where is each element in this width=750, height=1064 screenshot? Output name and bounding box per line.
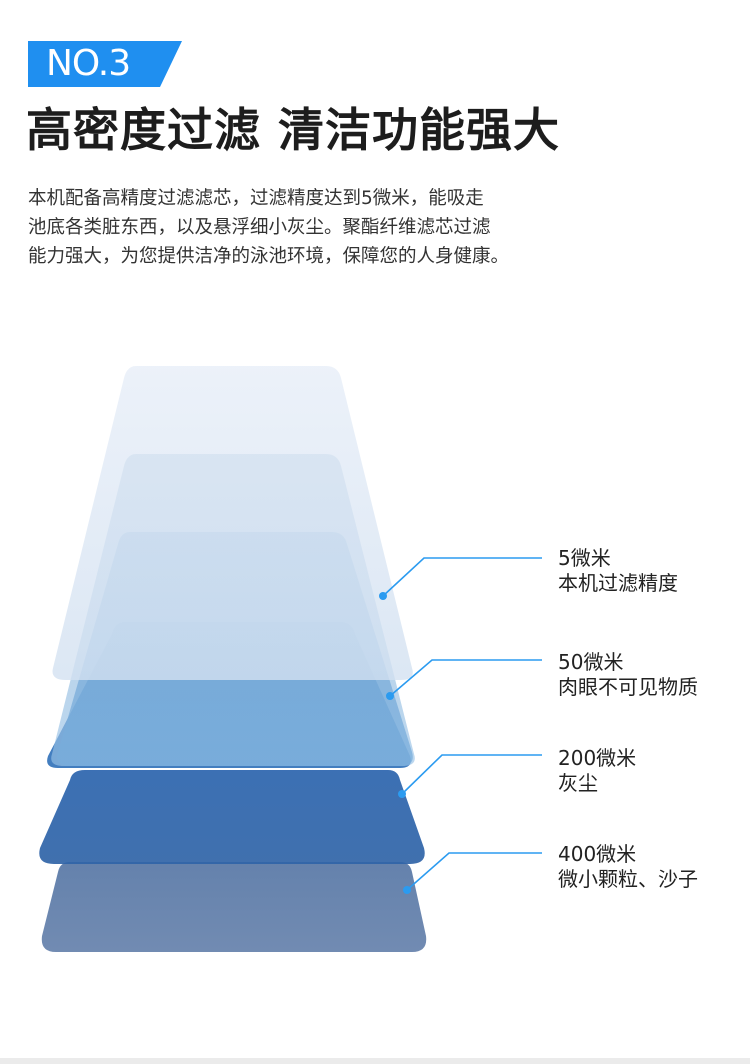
leader-dot: [379, 592, 387, 600]
leader-dot: [386, 692, 394, 700]
layer-size: 400微米: [558, 842, 637, 866]
leader-line: [382, 557, 542, 597]
layer-callout: 400微米 微小颗粒、沙子: [558, 842, 698, 892]
layer-caption: 灰尘: [558, 771, 598, 795]
badge-label: NO.3: [46, 43, 131, 84]
filter-layer: [52, 366, 413, 680]
layer-size: 5微米: [558, 546, 611, 570]
layer-caption: 本机过滤精度: [558, 571, 678, 595]
filter-layer: [41, 862, 427, 952]
leader-dots: [379, 592, 411, 894]
leader-line: [401, 754, 542, 795]
leader-dot: [398, 790, 406, 798]
layer-size: 200微米: [558, 746, 637, 770]
description: 本机配备高精度过滤滤芯，过滤精度达到5微米，能吸走 池底各类脏东西，以及悬浮细小…: [28, 184, 588, 271]
layer-size: 50微米: [558, 650, 624, 674]
section-badge: NO.3: [28, 41, 182, 87]
leader-dot: [403, 886, 411, 894]
leader-lines: [382, 557, 542, 891]
badge-background: [28, 41, 182, 87]
layer-callout: 50微米 肉眼不可见物质: [558, 650, 698, 700]
layer-caption: 微小颗粒、沙子: [558, 867, 698, 891]
filter-layer: [39, 770, 425, 864]
leader-line: [389, 659, 542, 697]
leader-line: [406, 852, 542, 891]
description-line: 能力强大，为您提供洁净的泳池环境，保障您的人身健康。: [28, 246, 510, 267]
description-line: 池底各类脏东西，以及悬浮细小灰尘。聚酯纤维滤芯过滤: [28, 217, 491, 238]
description-line: 本机配备高精度过滤滤芯，过滤精度达到5微米，能吸走: [28, 188, 484, 209]
layer-caption: 肉眼不可见物质: [558, 675, 698, 699]
page-title: 高密度过滤 清洁功能强大: [26, 103, 561, 157]
bottom-divider: [0, 1058, 750, 1064]
layer-callout: 5微米 本机过滤精度: [558, 546, 678, 596]
layer-callout: 200微米 灰尘: [558, 746, 636, 796]
